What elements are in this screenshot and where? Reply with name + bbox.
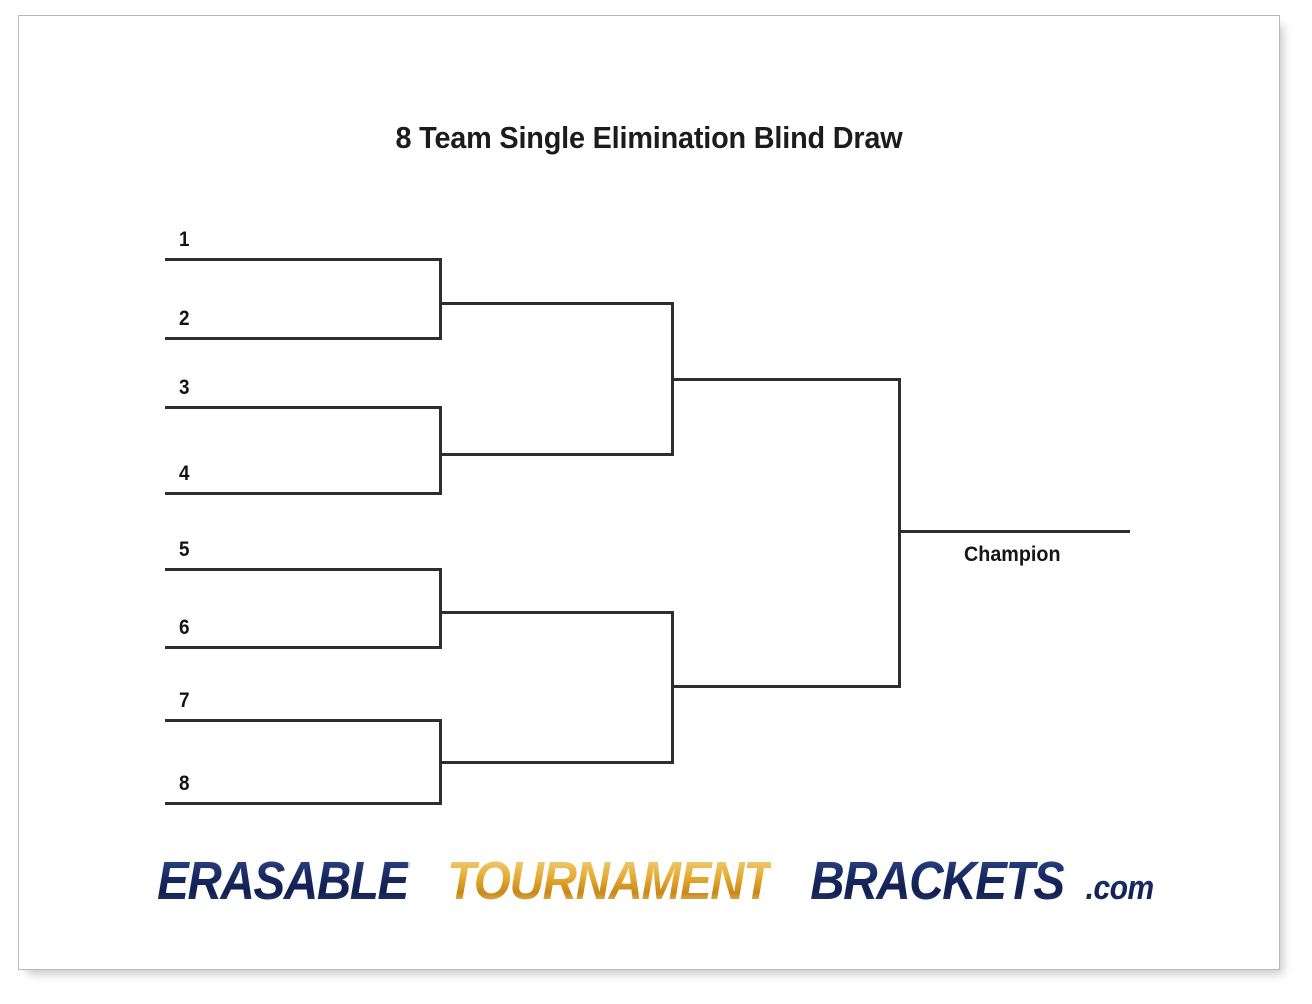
bracket-line-seed-2 [165, 337, 441, 340]
seed-number-4: 4 [179, 462, 190, 485]
bracket-line-seed-3 [165, 406, 441, 409]
seed-number-8: 8 [179, 772, 190, 795]
bracket-line-round3-slot-1 [671, 378, 899, 381]
bracket-connector-match-3 [439, 568, 442, 649]
bracket-sheet: 8 Team Single Elimination Blind Draw 1 2… [18, 15, 1280, 970]
seed-number-7: 7 [179, 689, 190, 712]
bracket-line-round2-slot-3 [439, 611, 672, 614]
seed-number-6: 6 [179, 616, 190, 639]
page-title: 8 Team Single Elimination Blind Draw [395, 120, 903, 155]
bracket-line-seed-5 [165, 568, 441, 571]
bracket-line-round2-slot-4 [439, 761, 672, 764]
bracket-line-round3-slot-2 [671, 685, 899, 688]
seed-number-3: 3 [179, 376, 190, 399]
bracket-connector-match-2 [439, 406, 442, 495]
bracket-line-seed-1 [165, 258, 441, 261]
bracket-line-seed-8 [165, 802, 441, 805]
bracket-line-seed-4 [165, 492, 441, 495]
seed-number-2: 2 [179, 307, 190, 330]
logo-text-erasable: ERASABLE [156, 851, 409, 911]
brand-logo: ERASABLE TOURNAMENT BRACKETS .com [19, 854, 1279, 908]
bracket-line-seed-7 [165, 719, 441, 722]
bracket-line-round2-slot-2 [439, 453, 672, 456]
bracket-connector-final [898, 378, 901, 688]
bracket-line-champion [898, 530, 1130, 533]
logo-text-tournament: TOURNAMENT [446, 851, 772, 911]
champion-label: Champion [964, 543, 1061, 566]
logo-text-brackets: BRACKETS [810, 851, 1065, 911]
bracket-line-seed-6 [165, 646, 441, 649]
seed-number-1: 1 [179, 228, 190, 251]
bracket-line-round2-slot-1 [439, 302, 672, 305]
seed-number-5: 5 [179, 538, 190, 561]
bracket-connector-match-1 [439, 258, 442, 340]
logo-text-dotcom: .com [1085, 869, 1154, 907]
